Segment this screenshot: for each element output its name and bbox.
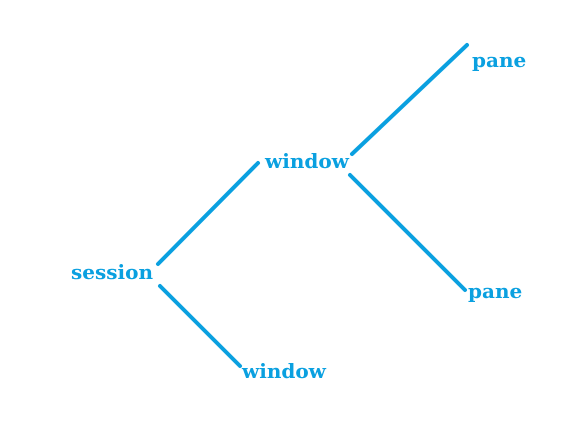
node-pane-top: pane — [472, 48, 526, 72]
diagram-nodes: session window window pane pane — [71, 48, 526, 383]
node-pane-bottom: pane — [468, 279, 522, 303]
node-window-bottom: window — [241, 359, 327, 383]
edge-session-window-bottom — [158, 284, 242, 368]
edge-session-window-top — [156, 161, 260, 266]
node-session: session — [71, 260, 153, 284]
diagram-edges — [156, 43, 469, 368]
node-window-top: window — [264, 149, 350, 173]
edge-window-pane-bottom — [348, 173, 467, 292]
edge-window-pane-top — [350, 43, 469, 156]
